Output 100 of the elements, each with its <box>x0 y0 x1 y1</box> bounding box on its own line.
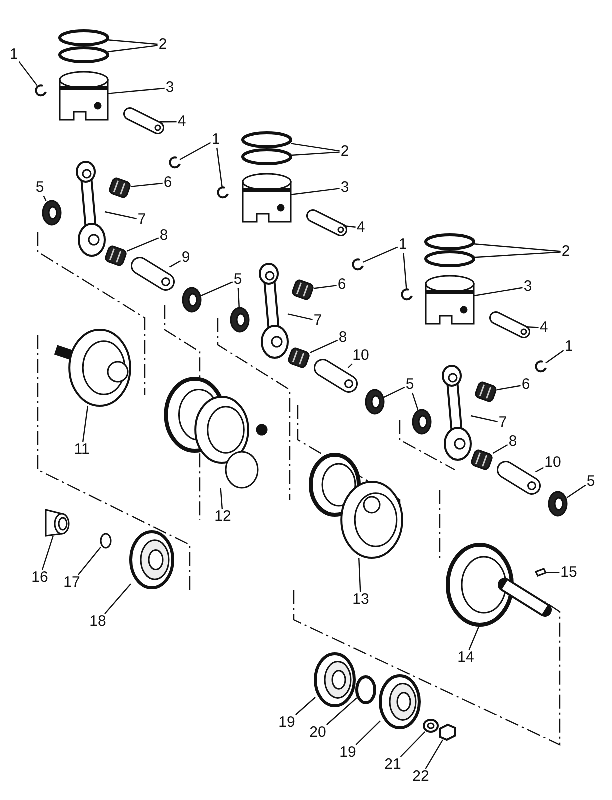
callout-number: 2 <box>158 37 168 53</box>
leader-line <box>356 720 381 746</box>
leader-line <box>546 572 560 574</box>
callout-number: 8 <box>158 228 170 244</box>
callout-number: 1 <box>564 339 574 355</box>
callout-number: 2 <box>560 244 572 260</box>
nut <box>439 724 456 742</box>
callout-number: 13 <box>352 592 370 608</box>
leader-line <box>362 246 398 264</box>
washer <box>423 719 439 733</box>
leader-line <box>492 444 508 454</box>
leader-line <box>536 467 544 473</box>
leader-line <box>82 406 89 442</box>
callout-number: 6 <box>520 377 532 393</box>
leader-line <box>290 152 340 156</box>
leader-line <box>200 282 234 297</box>
circlip <box>35 84 47 97</box>
needle-bearing <box>470 448 494 472</box>
callout-number: 3 <box>340 180 350 196</box>
leader-line <box>42 536 54 570</box>
leader-line <box>104 211 137 220</box>
circlip <box>169 156 181 169</box>
piston-ring <box>58 30 110 46</box>
piston <box>242 173 292 223</box>
leader-line <box>566 484 586 498</box>
ball-bearing <box>314 652 356 708</box>
needle-bearing <box>104 244 128 268</box>
leader-line <box>384 386 406 398</box>
callout-number: 7 <box>498 415 508 431</box>
callout-number: 17 <box>62 575 82 591</box>
piston-ring <box>242 132 292 148</box>
callout-number: 1 <box>210 132 222 148</box>
piston-pin <box>124 108 164 134</box>
leader-line <box>526 326 539 328</box>
leader-line <box>474 252 561 258</box>
callout-number: 20 <box>308 725 328 741</box>
crankshaft-section <box>164 377 268 489</box>
leader-line <box>326 698 358 726</box>
needle-bearing <box>287 346 311 370</box>
leader-line <box>18 61 38 86</box>
callout-number: 19 <box>338 745 358 761</box>
circlip <box>535 360 547 373</box>
callout-number: 5 <box>232 272 244 288</box>
leader-line <box>412 392 419 410</box>
callout-number: 7 <box>312 313 324 329</box>
callout-number: 12 <box>214 509 232 525</box>
crankshaft-half <box>446 543 552 627</box>
connecting-rod <box>76 161 106 257</box>
leader-line <box>108 45 158 53</box>
circlip <box>352 258 364 271</box>
callout-number: 5 <box>34 180 46 196</box>
ball-bearing <box>130 530 174 590</box>
piston-ring <box>424 250 476 268</box>
callout-number: 8 <box>508 434 518 450</box>
piston-pin <box>314 359 358 393</box>
connecting-rod <box>259 263 289 359</box>
callout-number: 6 <box>162 175 174 191</box>
ball-bearing <box>379 674 421 730</box>
leader-line <box>104 584 132 614</box>
oil-seal <box>412 409 432 435</box>
circlip <box>401 288 413 301</box>
callout-number: 7 <box>136 212 148 228</box>
leader-line <box>546 350 564 364</box>
leader-line <box>400 732 426 758</box>
leader-line <box>290 143 340 152</box>
snap-ring <box>100 533 112 549</box>
leader-line <box>310 340 338 354</box>
oil-seal <box>182 287 202 313</box>
callout-number: 2 <box>340 144 350 160</box>
callout-number: 5 <box>586 474 596 490</box>
callout-number: 6 <box>336 277 348 293</box>
leader-line <box>343 225 356 228</box>
leader-line <box>108 40 158 46</box>
leader-line <box>497 385 521 391</box>
callout-number: 15 <box>560 565 578 581</box>
callout-number: 21 <box>384 757 402 773</box>
oil-seal <box>42 200 62 226</box>
callout-number: 22 <box>412 769 430 785</box>
leader-line <box>170 260 182 268</box>
circlip <box>217 186 229 199</box>
leader-line <box>220 488 223 510</box>
callout-number: 10 <box>544 455 562 471</box>
leader-line <box>474 244 561 252</box>
callout-number: 11 <box>73 442 91 458</box>
piston-pin <box>131 257 175 291</box>
piston-pin <box>306 210 348 236</box>
connecting-rod <box>442 365 472 461</box>
leader-line <box>288 314 313 320</box>
leader-line <box>358 558 362 592</box>
leader-line <box>238 288 240 308</box>
oil-seal <box>548 491 568 517</box>
callout-number: 19 <box>278 715 296 731</box>
leader-line <box>468 624 480 650</box>
callout-number: 9 <box>180 250 192 266</box>
leader-line <box>160 121 177 123</box>
callout-number: 3 <box>164 80 176 96</box>
piston <box>425 275 475 325</box>
crankshaft-half <box>54 329 132 407</box>
leader-line <box>425 740 444 770</box>
leader-line <box>108 88 165 94</box>
